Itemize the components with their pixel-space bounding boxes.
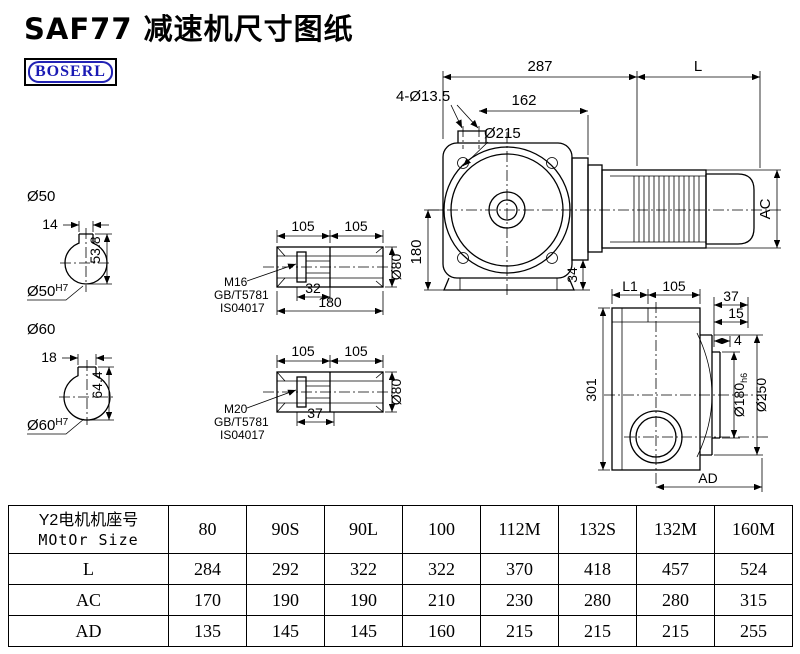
table-cell: 210 bbox=[402, 584, 481, 616]
row-label: AD bbox=[8, 615, 169, 647]
sleeve20-thread: M20 bbox=[224, 402, 248, 416]
table-cell: 370 bbox=[480, 553, 559, 585]
shaft60-keyway-width: 18 bbox=[41, 349, 57, 365]
table-cell: 284 bbox=[168, 553, 247, 585]
sleeve16-std1: GB/T5781 bbox=[214, 288, 269, 302]
table-cell: 255 bbox=[714, 615, 793, 647]
table-cell: 457 bbox=[636, 553, 715, 585]
sleeve20-dim-105b: 105 bbox=[344, 343, 368, 359]
sleeve20-std2: IS04017 bbox=[220, 428, 265, 442]
dim-180: 180 bbox=[408, 239, 425, 264]
header-en: MOtOr Size bbox=[38, 530, 139, 549]
side-view: L1 105 37 15 4 301 Ø180h6 Ø250 AD bbox=[583, 278, 769, 492]
sleeve20-dim-105a: 105 bbox=[291, 343, 315, 359]
table-cell: 280 bbox=[636, 584, 715, 616]
front-view: 287 L 4-Ø13.5 162 Ø215 180 34 AC bbox=[396, 58, 782, 296]
col-header: 90S bbox=[246, 505, 325, 554]
sleeve20-dim-d80: Ø80 bbox=[388, 379, 404, 406]
table-cell: 280 bbox=[558, 584, 637, 616]
logo: BOSERL bbox=[24, 58, 117, 86]
table-cell: 145 bbox=[324, 615, 403, 647]
dim-287: 287 bbox=[527, 58, 552, 75]
shaft60-label: Ø60 bbox=[27, 321, 55, 338]
dim-37-side: 37 bbox=[723, 288, 739, 304]
holes-callout: 4-Ø13.5 bbox=[396, 88, 450, 105]
dim-162: 162 bbox=[511, 92, 536, 109]
table-row-L: L 284 292 322 322 370 418 457 524 bbox=[8, 553, 793, 585]
row-label: AC bbox=[8, 584, 169, 616]
table-cell: 322 bbox=[324, 553, 403, 585]
header-cn: Y2电机机座号 bbox=[38, 511, 139, 529]
sleeve-detail-m20: 105 105 37 M20 GB/T5781 IS04017 Ø80 bbox=[214, 343, 404, 442]
table-row-AD: AD 135 145 145 160 215 215 215 255 bbox=[8, 615, 793, 647]
shaft50-keyway-height: 53.8 bbox=[87, 236, 103, 263]
dim-AC: AC bbox=[757, 198, 774, 219]
col-header: 132M bbox=[636, 505, 715, 554]
shaft-section-50: Ø50 14 53.8 Ø50H7 bbox=[27, 188, 112, 301]
col-header: 160M bbox=[714, 505, 793, 554]
sleeve-detail-m16: 105 105 32 180 M16 GB/T5781 IS04017 Ø80 bbox=[214, 218, 404, 315]
col-header: 80 bbox=[168, 505, 247, 554]
table-cell: 230 bbox=[480, 584, 559, 616]
sleeve16-dim-32: 32 bbox=[305, 280, 321, 296]
table-cell: 135 bbox=[168, 615, 247, 647]
table-cell: 170 bbox=[168, 584, 247, 616]
table-row-AC: AC 170 190 190 210 230 280 280 315 bbox=[8, 584, 793, 616]
table-cell: 145 bbox=[246, 615, 325, 647]
dim-15-side: 15 bbox=[728, 305, 744, 321]
col-header: 90L bbox=[324, 505, 403, 554]
col-header: 112M bbox=[480, 505, 559, 554]
dim-34: 34 bbox=[564, 267, 580, 283]
shaft50-label: Ø50 bbox=[27, 188, 55, 205]
dimension-drawing: 287 L 4-Ø13.5 162 Ø215 180 34 AC Ø50 14 bbox=[27, 58, 782, 492]
dim-motor-length: L bbox=[694, 58, 702, 75]
dim-4-side: 4 bbox=[734, 332, 742, 348]
sleeve16-std2: IS04017 bbox=[220, 301, 265, 315]
sleeve16-thread: M16 bbox=[224, 275, 248, 289]
dim-AD: AD bbox=[698, 470, 717, 486]
motor-size-table: Y2电机机座号 MOtOr Size 80 90S 90L 100 112M 1… bbox=[8, 505, 793, 647]
shaft-section-60: Ø60 18 64.4 Ø60H7 bbox=[27, 321, 115, 435]
sleeve16-dim-105a: 105 bbox=[291, 218, 315, 234]
dim-d250: Ø250 bbox=[753, 378, 769, 412]
dim-301: 301 bbox=[583, 378, 599, 402]
sleeve16-dim-180: 180 bbox=[318, 294, 342, 310]
table-cell: 322 bbox=[402, 553, 481, 585]
shaft60-bore-label: Ø60H7 bbox=[27, 417, 69, 434]
table-cell: 215 bbox=[480, 615, 559, 647]
table-cell: 315 bbox=[714, 584, 793, 616]
logo-text: BOSERL bbox=[28, 61, 113, 83]
sleeve20-dim-37: 37 bbox=[307, 405, 323, 421]
table-cell: 524 bbox=[714, 553, 793, 585]
sleeve20-std1: GB/T5781 bbox=[214, 415, 269, 429]
table-cell: 418 bbox=[558, 553, 637, 585]
table-cell: 215 bbox=[558, 615, 637, 647]
col-header: 132S bbox=[558, 505, 637, 554]
shaft50-bore-label: Ø50H7 bbox=[27, 283, 69, 300]
table-cell: 292 bbox=[246, 553, 325, 585]
shaft60-keyway-height: 64.4 bbox=[89, 371, 105, 398]
table-header-motor-size: Y2电机机座号 MOtOr Size bbox=[8, 505, 169, 554]
dim-105-side: 105 bbox=[662, 278, 686, 294]
row-label: L bbox=[8, 553, 169, 585]
table-cell: 160 bbox=[402, 615, 481, 647]
shaft50-keyway-width: 14 bbox=[42, 216, 58, 232]
dim-d215: Ø215 bbox=[484, 125, 521, 142]
sleeve16-dim-d80: Ø80 bbox=[388, 254, 404, 281]
page-title: SAF77 减速机尺寸图纸 bbox=[24, 12, 354, 46]
dim-L1: L1 bbox=[622, 278, 638, 294]
table-cell: 190 bbox=[246, 584, 325, 616]
sleeve16-dim-105b: 105 bbox=[344, 218, 368, 234]
table-cell: 190 bbox=[324, 584, 403, 616]
dim-d180: Ø180h6 bbox=[731, 373, 749, 417]
col-header: 100 bbox=[402, 505, 481, 554]
table-cell: 215 bbox=[636, 615, 715, 647]
